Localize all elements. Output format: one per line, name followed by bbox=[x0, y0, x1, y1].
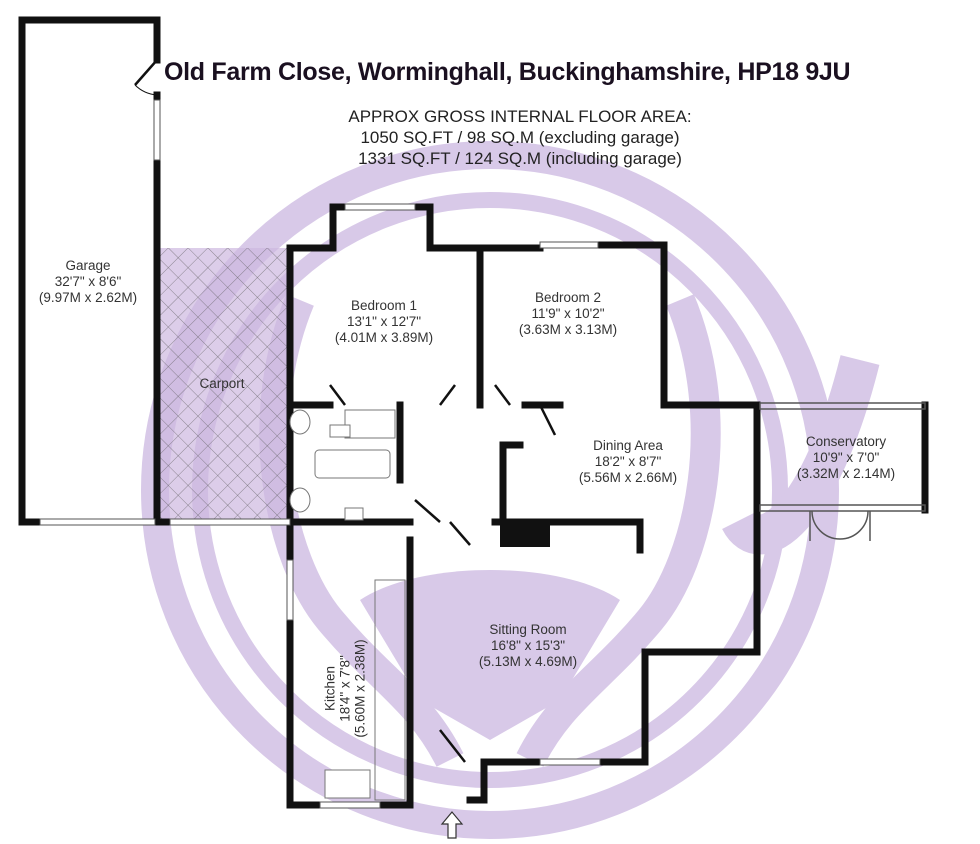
room-size-metric: (9.97M x 2.62M) bbox=[38, 290, 138, 305]
room-size-imperial: 11'9" x 10'2" bbox=[531, 306, 605, 321]
room-size-imperial: 18'2" x 8'7" bbox=[594, 454, 662, 469]
property-address-title: Old Farm Close, Worminghall, Buckinghams… bbox=[164, 58, 851, 86]
room-label-conservatory: Conservatory 10'9" x 7'0" (3.32M x 2.14M… bbox=[797, 434, 895, 482]
room-label-bedroom-1: Bedroom 1 13'1" x 12'7" (4.01M x 3.89M) bbox=[335, 298, 433, 346]
lion-circle-watermark bbox=[141, 141, 880, 839]
room-size-metric: (5.60M x 2.38M) bbox=[352, 639, 368, 738]
room-size-imperial: 18'4" x 7'8" bbox=[337, 655, 353, 722]
room-size-metric: (5.56M x 2.66M) bbox=[578, 470, 678, 485]
room-name: Garage bbox=[65, 258, 111, 273]
area-excluding-garage: 1050 SQ.FT / 98 SQ.M (excluding garage) bbox=[360, 128, 680, 147]
floor-area-summary: APPROX GROSS INTERNAL FLOOR AREA: 1050 S… bbox=[300, 106, 740, 169]
area-including-garage: 1331 SQ.FT / 124 SQ.M (including garage) bbox=[358, 149, 682, 168]
room-size-imperial: 32'7" x 8'6" bbox=[54, 274, 122, 289]
area-heading: APPROX GROSS INTERNAL FLOOR AREA: bbox=[348, 107, 692, 126]
fixtures bbox=[289, 409, 406, 801]
entrance-arrow-icon bbox=[440, 811, 464, 839]
room-name: Sitting Room bbox=[489, 622, 567, 637]
room-size-imperial: 16'8" x 15'3" bbox=[490, 638, 566, 653]
room-size-metric: (4.01M x 3.89M) bbox=[334, 330, 434, 345]
conservatory-glazing bbox=[759, 402, 926, 541]
room-name: Bedroom 2 bbox=[534, 290, 602, 305]
room-label-carport: Carport bbox=[199, 376, 244, 392]
room-name: Kitchen bbox=[322, 665, 338, 712]
room-name: Bedroom 1 bbox=[350, 298, 418, 313]
room-size-metric: (5.13M x 4.69M) bbox=[478, 654, 578, 669]
room-label-bedroom-2: Bedroom 2 11'9" x 10'2" (3.63M x 3.13M) bbox=[519, 290, 617, 338]
windows bbox=[39, 99, 601, 809]
room-name: Dining Area bbox=[593, 438, 663, 453]
room-size-metric: (3.63M x 3.13M) bbox=[518, 322, 618, 337]
room-label-dining-area: Dining Area 18'2" x 8'7" (5.56M x 2.66M) bbox=[579, 438, 677, 486]
room-name: Carport bbox=[199, 376, 245, 391]
room-size-imperial: 10'9" x 7'0" bbox=[812, 450, 880, 465]
room-label-garage: Garage 32'7" x 8'6" (9.97M x 2.62M) bbox=[39, 258, 137, 306]
room-size-metric: (3.32M x 2.14M) bbox=[796, 466, 896, 481]
room-size-imperial: 13'1" x 12'7" bbox=[346, 314, 422, 329]
room-label-kitchen: Kitchen 18'4" x 7'8" (5.60M x 2.38M) bbox=[323, 619, 368, 759]
doors bbox=[134, 59, 557, 763]
room-name: Conservatory bbox=[805, 434, 887, 449]
room-label-sitting-room: Sitting Room 16'8" x 15'3" (5.13M x 4.69… bbox=[479, 622, 577, 670]
